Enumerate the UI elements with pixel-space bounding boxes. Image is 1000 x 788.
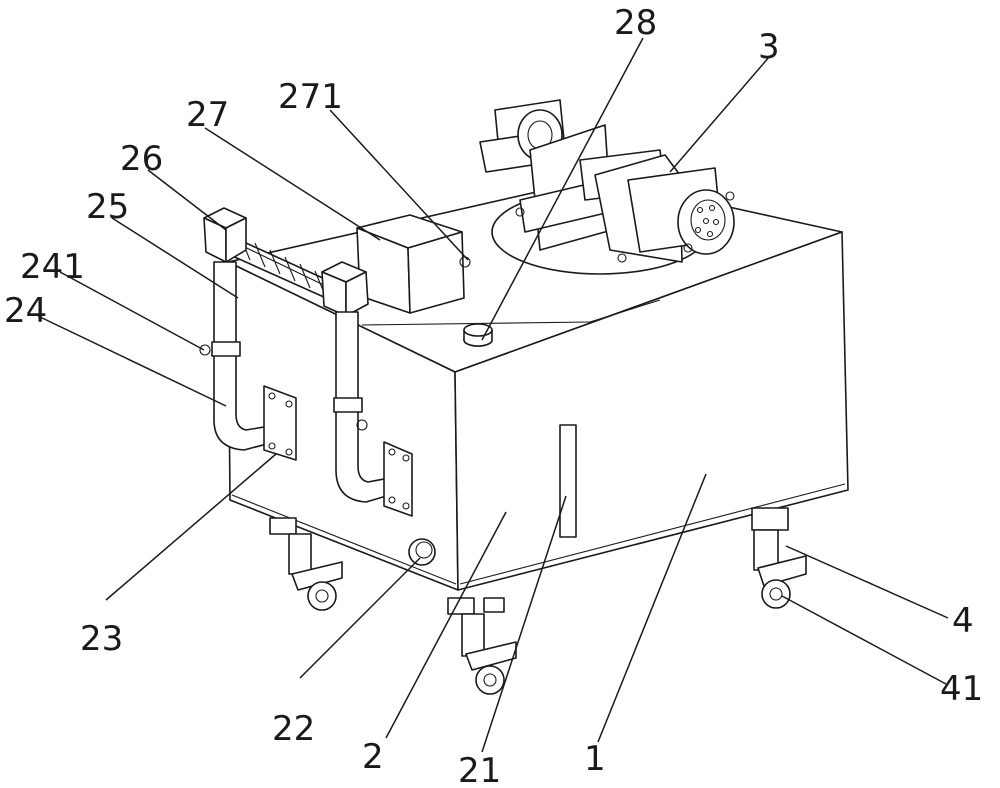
pipe-flange-23 (263, 385, 297, 461)
filter-box (356, 214, 471, 314)
left-pipe (199, 261, 297, 461)
label-26: 26 (120, 139, 163, 179)
pipe-coupling-241 (211, 341, 241, 357)
front-wheel (475, 665, 505, 695)
label-23: 23 (80, 619, 123, 659)
oil-filler-cap (463, 323, 493, 347)
label-22: 22 (272, 709, 315, 749)
label-1: 1 (584, 739, 606, 779)
pressure-gauge (408, 538, 436, 566)
caster-right (751, 507, 807, 609)
label-41: 41 (940, 669, 983, 709)
label-2: 2 (362, 737, 384, 777)
label-25: 25 (86, 187, 129, 227)
top-seam-2 (589, 299, 661, 323)
caster-left (269, 517, 343, 611)
label-21: 21 (458, 751, 501, 788)
motor-pump-assembly (479, 99, 735, 275)
label-271: 271 (278, 77, 343, 117)
label-241: 241 (20, 247, 85, 287)
tank-front-face (454, 231, 849, 591)
leader-lines (37, 37, 949, 753)
caster-front (447, 597, 517, 695)
label-24: 24 (4, 291, 47, 331)
push-handle (203, 207, 369, 317)
level-window (559, 424, 577, 538)
label-27: 27 (186, 95, 229, 135)
label-28: 28 (614, 3, 657, 43)
label-3: 3 (758, 27, 780, 67)
right-pipe (333, 311, 413, 517)
label-4: 4 (952, 601, 974, 641)
right-wheel-41 (761, 579, 791, 609)
